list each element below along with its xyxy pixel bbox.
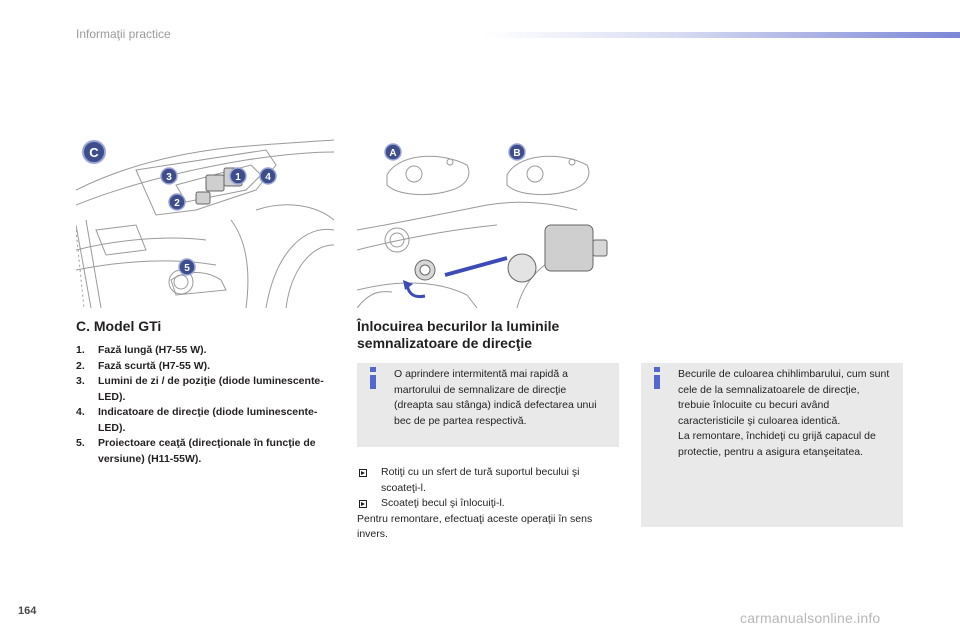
step-text: Scoateţi becul şi înlocuiţi-l. [381,497,505,509]
bulb-list: 1. Fază lungă (H7-55 W). 2. Fază scurtă (H… [76,343,326,467]
list-item: 2. Fază scurtă (H7-55 W). [76,359,326,375]
bulb-replacement-illustration: A B [357,130,619,308]
section-title-replace: Înlocuirea becurilor la luminile semnali… [357,318,560,351]
step-item: Scoateţi becul şi înlocuiţi-l. [357,496,619,512]
list-item: 1. Fază lungă (H7-55 W). [76,343,326,359]
svg-text:4: 4 [265,172,271,183]
page-header-title: Informaţii practice [76,27,171,41]
replacement-steps: Rotiţi cu un sfert de tură suportul becu… [357,465,619,543]
svg-text:C: C [89,145,99,160]
watermark: carmanualsonline.info [740,610,881,626]
header-gradient-bar [485,32,960,38]
svg-text:B: B [513,148,520,159]
svg-text:1: 1 [235,172,241,183]
step-text: Rotiţi cu un sfert de tură suportul becu… [381,466,580,494]
callout-markers: C 3 1 4 2 5 [82,140,277,276]
info-box-flash: O aprindere intermitentă mai rapidă a ma… [357,363,619,447]
info-icon [654,367,660,389]
svg-text:5: 5 [184,263,190,274]
callout-5: 5 [178,258,196,276]
info-text-amber-2: La remontare, închideţi cu grijă capacul… [678,430,876,458]
page-number: 164 [18,605,37,617]
step-arrow-icon [359,469,367,477]
callout-2: 2 [168,193,186,211]
list-item-text: Fază scurtă (H7-55 W). [98,359,211,372]
svg-text:A: A [389,148,396,159]
callout-3: 3 [160,167,178,185]
callout-4: 4 [259,167,277,185]
info-text-amber-1: Becurile de culoarea chihlimbarului, cum… [678,368,890,427]
info-icon [370,367,376,389]
list-item-number: 5. [76,437,85,449]
callout-markers-right: A B [384,143,526,161]
list-item: 5. Proiectoare ceaţă (direcţionale în fun… [76,436,326,467]
reassembly-note: Pentru remontare, efectuaţi aceste opera… [357,512,593,541]
headlamp-drawing: C 3 1 4 2 5 [76,139,334,308]
info-text-flash: O aprindere intermitentă mai rapidă a ma… [394,368,597,427]
list-item: 3. Lumini de zi / de poziţie (diode lumin… [76,374,326,405]
list-item: 4. Indicatoare de direcţie (diode lumines… [76,405,326,436]
callout-c: C [82,140,106,164]
info-box-amber-bulbs: Becurile de culoarea chihlimbarului, cum… [641,363,903,527]
svg-text:3: 3 [166,172,172,183]
list-item-text: Indicatoare de direcţie (diode luminesce… [98,406,318,434]
list-item-text: Proiectoare ceaţă (direcţionale în funcţ… [98,437,316,465]
section-title-gti: C. Model GTi [76,318,162,334]
list-item-text: Lumini de zi / de poziţie (diode lumines… [98,375,324,403]
list-item-number: 4. [76,406,85,418]
callout-a: A [384,143,402,161]
list-item-number: 1. [76,344,85,356]
callout-1: 1 [229,167,247,185]
callout-b: B [508,143,526,161]
info-text-amber: Becurile de culoarea chihlimbarului, cum… [678,367,892,460]
list-item-number: 3. [76,375,85,387]
list-item-number: 2. [76,359,85,372]
list-item-text: Fază lungă (H7-55 W). [98,344,207,356]
step-item: Rotiţi cu un sfert de tură suportul becu… [357,465,619,496]
step-arrow-icon [359,500,367,508]
bulb-drawing: A B [357,143,608,308]
headlamp-illustration: C 3 1 4 2 5 [76,130,334,308]
svg-text:2: 2 [174,198,180,209]
